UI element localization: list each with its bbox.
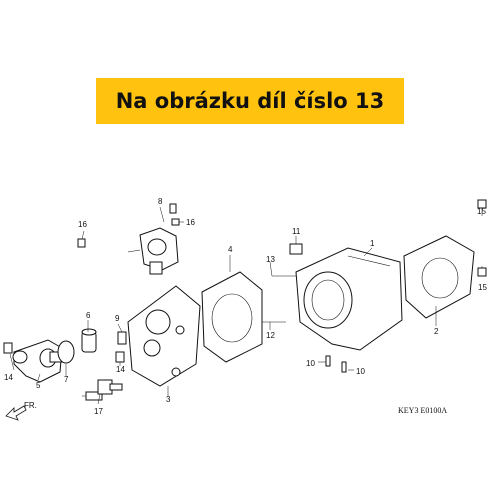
clamp-16-left (77, 238, 86, 248)
clamp-16-right (171, 218, 180, 226)
thermostat-6 (81, 328, 97, 353)
leader-lines (9, 206, 483, 405)
part-labels: 1 2 3 4 5 6 7 8 9 10 10 11 12 13 14 14 1… (4, 197, 487, 416)
label-5: 5 (36, 381, 41, 390)
label-3: 3 (166, 395, 171, 404)
banner-text: Na obrázku díl číslo 13 (115, 89, 385, 113)
label-12: 12 (266, 331, 275, 340)
base-gasket-2 (403, 235, 475, 319)
label-9: 9 (115, 314, 120, 323)
label-10b: 10 (356, 367, 365, 376)
hose-8 (91, 202, 177, 245)
dowel-pin-15-bottom (477, 267, 487, 277)
diagram-code: KEY3 E0100A (398, 406, 447, 415)
label-17: 17 (94, 407, 103, 416)
front-arrow-label: FR. (24, 401, 37, 410)
thermostat-housing-5 (12, 339, 63, 383)
head-gasket-4 (201, 271, 263, 363)
cylinder-1 (295, 247, 403, 351)
label-4: 4 (228, 245, 233, 254)
front-arrow: FR. (5, 401, 37, 421)
sensor-9 (117, 331, 127, 345)
label-14b: 14 (116, 365, 125, 374)
label-7: 7 (64, 375, 69, 384)
valve-assembly (127, 227, 179, 275)
label-16b: 16 (186, 218, 195, 227)
label-14a: 14 (4, 373, 13, 382)
label-10a: 10 (306, 359, 315, 368)
label-11: 11 (292, 227, 301, 236)
label-15b: 15 (478, 283, 487, 292)
label-8: 8 (158, 197, 163, 206)
bolt-14-left (3, 342, 13, 354)
dowel-pin-10a (325, 355, 331, 367)
label-16a: 16 (78, 220, 87, 229)
label-15a: 15 (477, 207, 486, 216)
title-banner: Na obrázku díl číslo 13 (96, 78, 404, 124)
bolt-14-center (115, 351, 125, 363)
dowel-pin-10b (341, 361, 347, 373)
cylinder-head-3 (127, 285, 201, 387)
o-ring-7 (57, 340, 75, 364)
label-6: 6 (86, 311, 91, 320)
nut-11 (289, 243, 303, 255)
label-2: 2 (434, 327, 439, 336)
label-13: 13 (266, 255, 275, 264)
label-1: 1 (370, 239, 375, 248)
spark-plug-17 (82, 379, 123, 401)
